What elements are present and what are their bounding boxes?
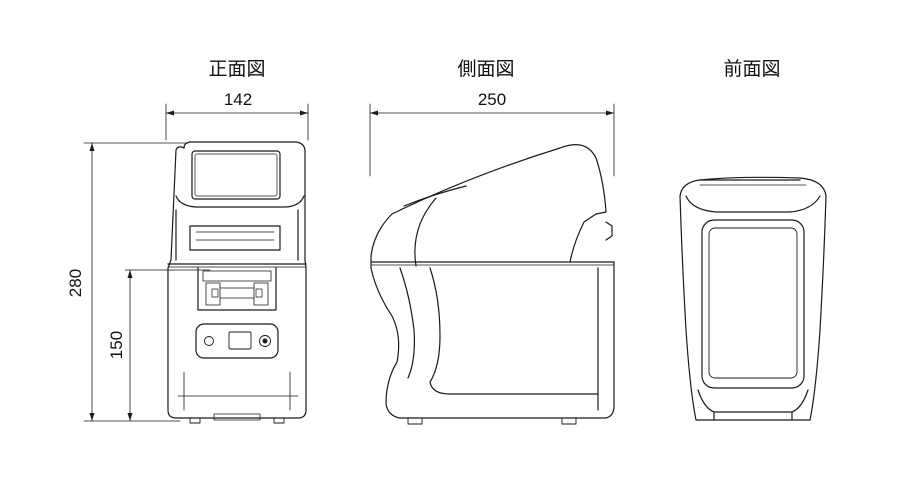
front-view-title: 正面図 (208, 58, 266, 80)
dim-total-height (83, 142, 189, 422)
dim-label-side-depth: 250 (477, 90, 507, 109)
rear-view-title: 前面図 (723, 58, 781, 80)
dim-label-front-width: 142 (223, 90, 253, 109)
dim-side-depth (369, 103, 615, 177)
side-view-title: 側面図 (457, 58, 515, 80)
dim-front-width (165, 103, 309, 141)
front-view-drawing (167, 141, 307, 424)
side-view-drawing (370, 144, 615, 425)
dimension-lines (83, 103, 615, 422)
rear-view-drawing (679, 176, 827, 421)
